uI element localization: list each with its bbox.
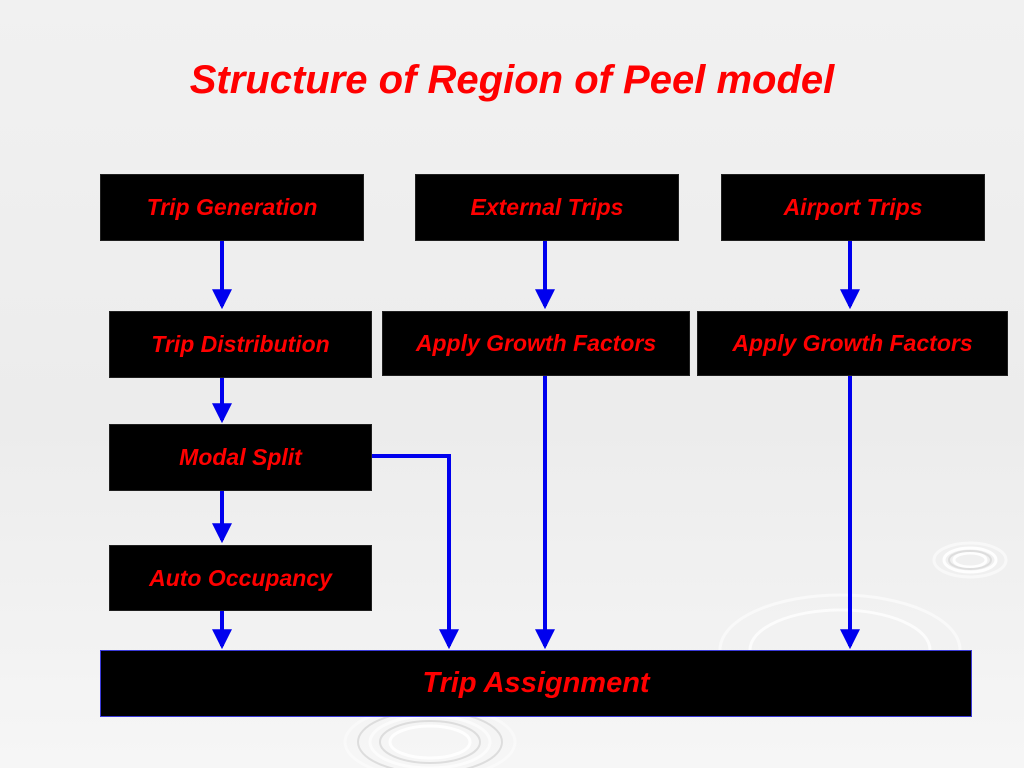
node-external-trips: External Trips (415, 174, 679, 241)
node-trip-generation: Trip Generation (100, 174, 364, 241)
node-trip-distribution: Trip Distribution (109, 311, 372, 378)
slide-title: Structure of Region of Peel model (189, 58, 835, 102)
arrow-modal-split-to-assignment (370, 454, 459, 650)
node-growth-factors-external: Apply Growth Factors (382, 311, 690, 376)
node-trip-assignment: Trip Assignment (100, 650, 972, 717)
node-airport-trips: Airport Trips (721, 174, 985, 241)
node-growth-factors-airport: Apply Growth Factors (697, 311, 1008, 376)
node-modal-split: Modal Split (109, 424, 372, 491)
node-auto-occupancy: Auto Occupancy (109, 545, 372, 611)
